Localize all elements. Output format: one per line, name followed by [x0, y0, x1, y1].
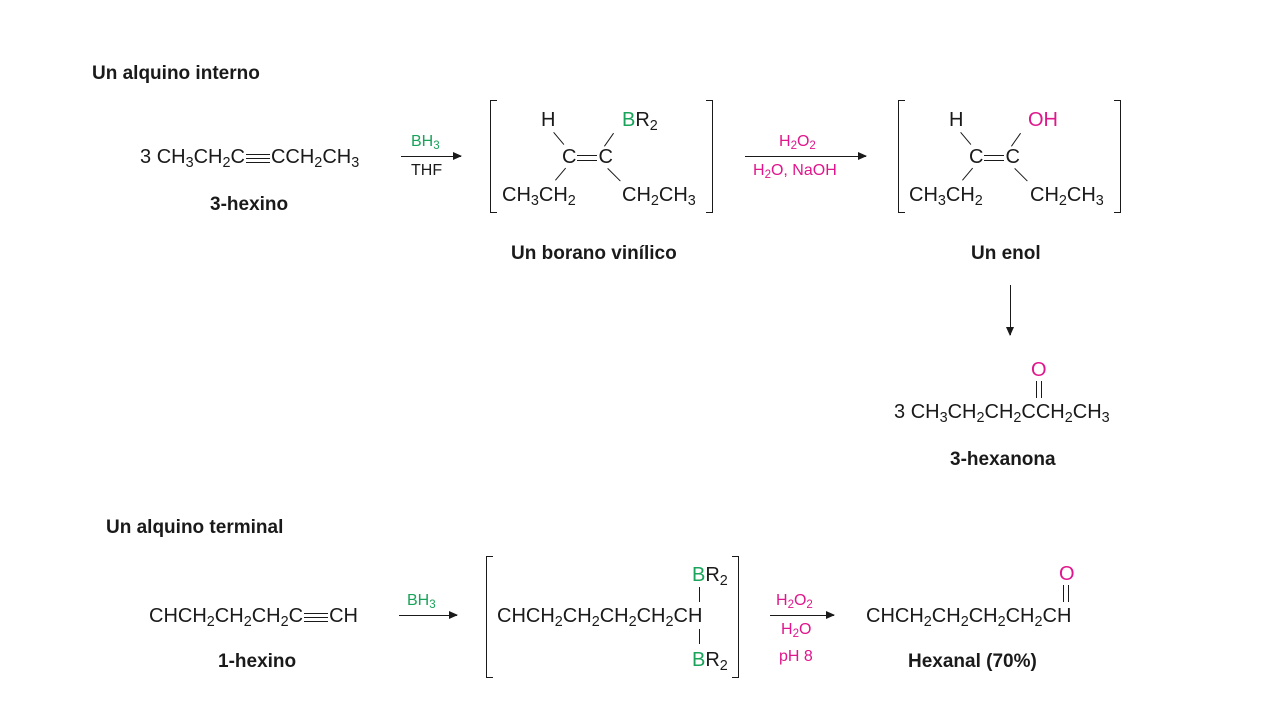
bracket-right	[1114, 100, 1121, 213]
name-3-hexanone: 3-hexanona	[950, 449, 1056, 470]
ethyl-left: CH3CH2	[909, 184, 983, 210]
reagent-h2o2: H2O2	[779, 133, 816, 153]
reagent-h2o-naoh: H2O, NaOH	[753, 162, 837, 182]
bracket-left	[486, 556, 493, 678]
bracket-left	[490, 100, 497, 213]
bond	[699, 629, 700, 644]
bond	[607, 168, 621, 182]
reagent-bh3: BH3	[407, 592, 436, 612]
name-vinyl-borane: Un borano vinílico	[511, 243, 677, 264]
bond	[553, 132, 565, 145]
reagent-h2o2: H2O2	[776, 592, 813, 612]
bond	[1014, 168, 1028, 182]
boryl-group-bottom: BR2	[692, 649, 728, 675]
boryl-group-top: BR2	[692, 564, 728, 590]
formula-hexanal: CHCH2CH2CH2CH2CH	[866, 605, 1072, 631]
tautomerization-arrow	[1006, 285, 1014, 336]
reagent-h2o: H2O	[781, 621, 812, 641]
bond	[555, 167, 567, 181]
reagent-bh3: BH3	[411, 133, 440, 153]
bond	[962, 167, 974, 181]
name-1-hexyne: 1-hexino	[218, 651, 297, 672]
reaction-arrow-1	[401, 152, 462, 160]
reaction-arrow-4	[770, 611, 835, 619]
formula-3-hexanone: 3 CH3CH2CH2CCH2CH3	[894, 401, 1110, 427]
carbonyl-double-bond	[1036, 381, 1042, 398]
ethyl-left: CH3CH2	[502, 184, 576, 210]
bond	[699, 587, 700, 602]
atom-h: H	[949, 109, 964, 131]
name-3-hexyne: 3-hexino	[210, 194, 289, 215]
bracket-right	[732, 556, 739, 678]
reaction-arrow-3	[399, 611, 458, 619]
ethyl-right: CH2CH3	[622, 184, 696, 210]
bracket-left	[898, 100, 905, 213]
name-hexanal: Hexanal (70%)	[908, 651, 1037, 672]
reagent-ph8: pH 8	[779, 648, 813, 665]
atom-h: H	[541, 109, 556, 131]
bond	[960, 132, 972, 145]
reagent-thf: THF	[411, 162, 443, 179]
formula-gem-diborane: CHCH2CH2CH2CH2CH	[497, 605, 703, 631]
boryl-group: BR2	[622, 109, 658, 135]
carbonyl-double-bond	[1063, 585, 1069, 602]
bracket-right	[706, 100, 713, 213]
heading-internal-alkyne: Un alquino interno	[92, 63, 260, 84]
ethyl-right: CH2CH3	[1030, 184, 1104, 210]
hydroxyl-group: OH	[1028, 109, 1058, 131]
name-enol: Un enol	[971, 243, 1041, 264]
carbonyl-oxygen: O	[1031, 359, 1047, 381]
reaction-arrow-2	[745, 152, 867, 160]
carbonyl-oxygen: O	[1059, 563, 1075, 585]
heading-terminal-alkyne: Un alquino terminal	[106, 517, 284, 538]
